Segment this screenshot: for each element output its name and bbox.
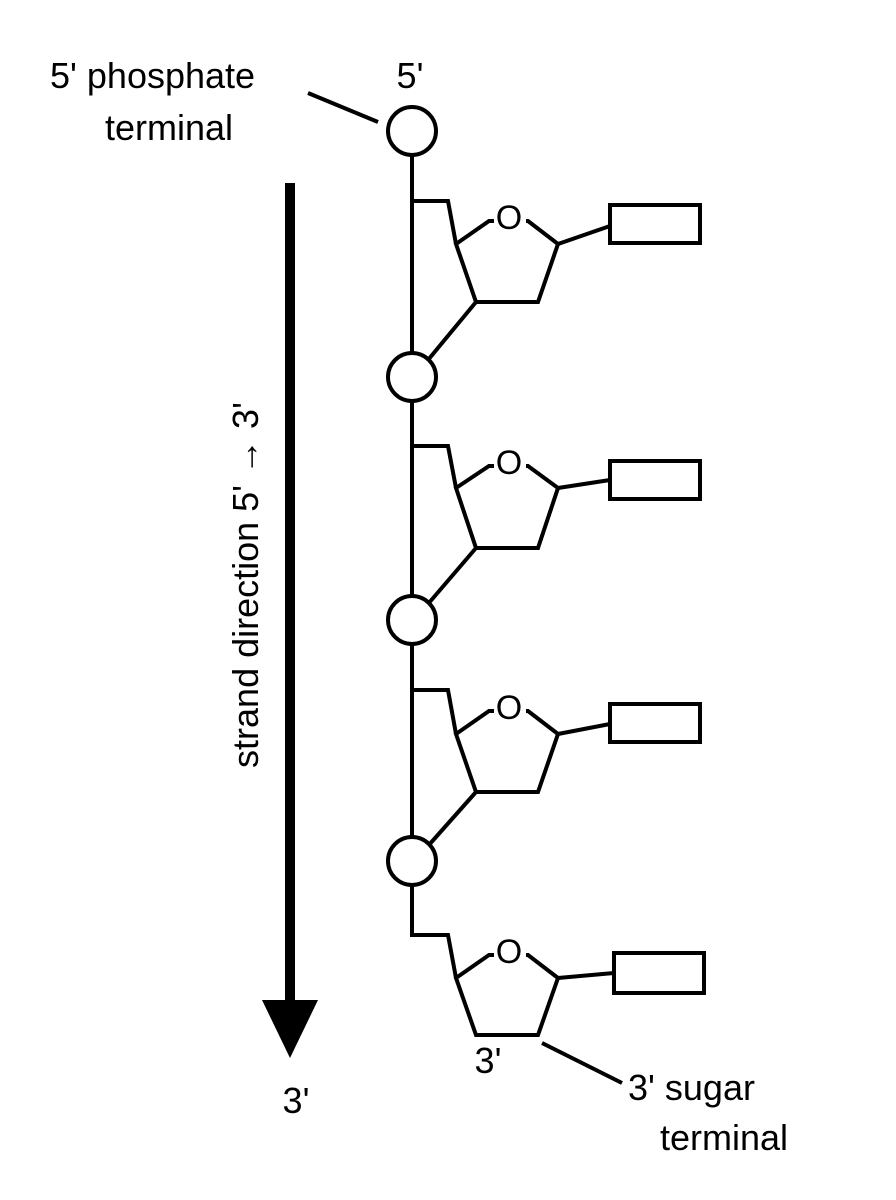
sugar-linker bbox=[412, 199, 458, 245]
nitrogenous-base bbox=[608, 702, 702, 744]
ring-oxygen-mask bbox=[494, 934, 526, 972]
direction-arrow-head bbox=[262, 1000, 318, 1058]
three-prime-arrow-label: 3' bbox=[283, 1080, 310, 1121]
ring-oxygen-mask bbox=[494, 445, 526, 483]
phosphate-group-3 bbox=[386, 594, 438, 646]
ring-oxygen-label: O bbox=[496, 933, 522, 971]
ring-oxygen-mask bbox=[494, 690, 526, 728]
terminal-bottom-label: terminal bbox=[660, 1117, 788, 1158]
glycosidic-bond bbox=[557, 478, 611, 490]
glycosidic-bond bbox=[557, 971, 615, 980]
nitrogenous-base bbox=[608, 459, 702, 501]
strand-direction-label: strand direction 5' → 3' bbox=[225, 402, 266, 768]
nucleotide-3: O bbox=[412, 688, 702, 848]
three-prime-sugar-label: 3' sugar bbox=[628, 1067, 755, 1108]
glycosidic-bond bbox=[557, 224, 611, 246]
nucleotide-2: O bbox=[412, 444, 702, 606]
phosphodiester-bond bbox=[426, 790, 478, 848]
five-prime-label: 5' bbox=[397, 55, 424, 96]
five-prime-pointer-line bbox=[307, 91, 379, 124]
ring-oxygen-mask bbox=[494, 200, 526, 238]
nitrogenous-base bbox=[612, 951, 706, 995]
sugar-linker bbox=[410, 884, 458, 979]
sugar-linker bbox=[412, 444, 458, 489]
three-prime-pointer-line bbox=[541, 1041, 623, 1085]
phosphodiester-bond bbox=[426, 300, 478, 362]
ring-oxygen-label: O bbox=[496, 689, 522, 727]
nucleotide-1: O bbox=[412, 199, 702, 362]
five-prime-phosphate-label: 5' phosphate bbox=[50, 55, 255, 96]
phosphate-group-4 bbox=[386, 835, 438, 887]
nitrogenous-base bbox=[608, 203, 702, 245]
phosphodiester-bond bbox=[426, 546, 478, 606]
glycosidic-bond bbox=[557, 722, 611, 736]
ring-oxygen-label: O bbox=[496, 199, 522, 237]
phosphate-group-2 bbox=[386, 351, 438, 403]
phosphate-group-1 bbox=[386, 105, 438, 157]
nucleotide-4: O bbox=[410, 884, 706, 1037]
sugar-linker bbox=[412, 688, 458, 735]
terminal-top-label: terminal bbox=[105, 107, 233, 148]
ring-oxygen-label: O bbox=[496, 444, 522, 482]
three-prime-end-label: 3' bbox=[475, 1040, 502, 1081]
